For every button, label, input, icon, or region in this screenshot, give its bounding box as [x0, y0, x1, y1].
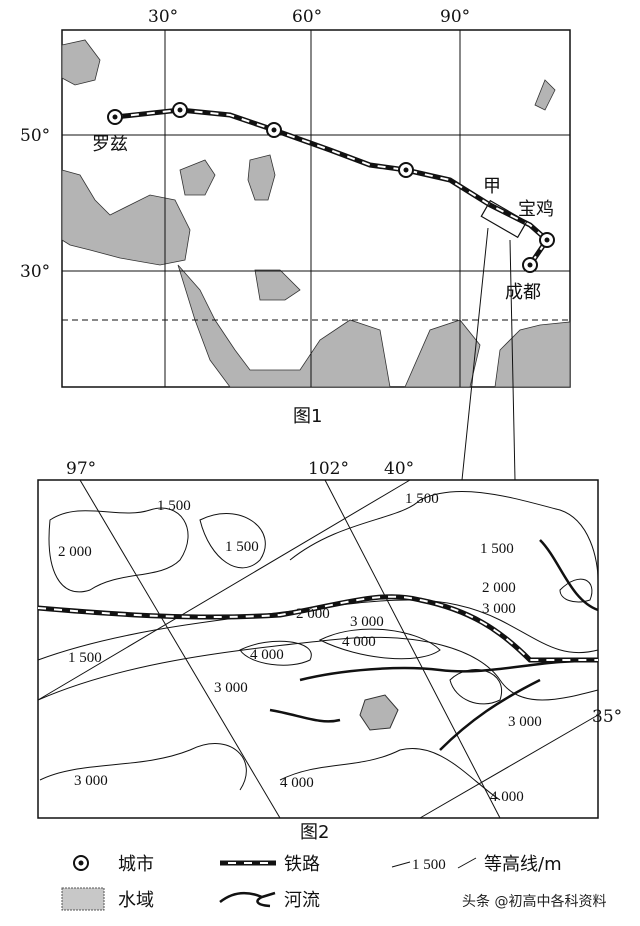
lat-label-35: 35°	[592, 707, 622, 727]
legend-railway-label: 铁路	[284, 854, 320, 875]
contour-label: 1 500	[480, 541, 514, 557]
figure1-caption: 图1	[293, 406, 322, 427]
figure2-caption: 图2	[300, 822, 329, 843]
lat-label-40: 40°	[384, 459, 414, 479]
lat-label-50: 50°	[20, 126, 50, 146]
contour-label: 1 500	[405, 491, 439, 507]
legend-contour-sample: 1 500	[412, 857, 446, 873]
lat-label-30: 30°	[20, 262, 50, 282]
water-icon	[61, 887, 105, 911]
contour-icon	[391, 861, 411, 868]
contour-label: 3 000	[482, 601, 516, 617]
river-icon	[219, 891, 276, 908]
grid-lines	[62, 30, 570, 387]
contour-labels: 1 500 1 500 1 500 1 500 2 000 2 000 2 00…	[58, 491, 542, 805]
city-icon	[73, 855, 89, 871]
city-label-baoji: 宝鸡	[518, 199, 554, 220]
rivers	[269, 539, 599, 751]
area-jia-box	[480, 199, 528, 239]
lon-label-30: 30°	[148, 7, 178, 27]
watermark: 头条 @初高中各科资料	[462, 893, 606, 910]
contour-label: 4 000	[280, 775, 314, 791]
contour-label: 1 500	[68, 650, 102, 666]
legend-river-label: 河流	[284, 890, 320, 911]
graticule	[37, 479, 599, 819]
contour-label: 4 000	[490, 789, 524, 805]
lon-label-97: 97°	[66, 459, 96, 479]
city-label-chengdu: 成都	[505, 282, 541, 303]
legend: 城市 铁路 1 500 等高线/m 水域 河流 头条 @初高中各科资料	[61, 854, 606, 911]
contour-label: 1 500	[225, 539, 259, 555]
contour-label: 4 000	[250, 647, 284, 663]
contour-label: 3 000	[508, 714, 542, 730]
contour-label: 4 000	[342, 634, 376, 650]
railway-line	[114, 107, 551, 267]
contour-label: 2 000	[296, 606, 330, 622]
figure2-map: 97° 102° 40° 35° 1 500 1 500 1 500 1 500…	[37, 459, 622, 843]
legend-water-label: 水域	[118, 890, 154, 911]
legend-city-label: 城市	[118, 854, 154, 875]
contour-label: 3 000	[350, 614, 384, 630]
contour-label: 2 000	[58, 544, 92, 560]
contour-label: 3 000	[214, 680, 248, 696]
area-jia-label: 甲	[483, 176, 501, 197]
contour-label: 3 000	[74, 773, 108, 789]
contour-label: 2 000	[482, 580, 516, 596]
water-bodies	[61, 39, 571, 388]
legend-contour-label: 等高线/m	[484, 854, 562, 875]
contour-lines	[37, 490, 599, 801]
lon-label-90: 90°	[440, 7, 470, 27]
lon-label-60: 60°	[292, 7, 322, 27]
figure1-map: 30° 60° 90° 50° 30° 罗兹 宝鸡 成都 甲 图1	[20, 7, 571, 481]
lon-label-102: 102°	[308, 459, 349, 479]
contour-label: 1 500	[157, 498, 191, 514]
city-label-lodz: 罗兹	[92, 134, 128, 155]
water-body	[359, 694, 399, 731]
